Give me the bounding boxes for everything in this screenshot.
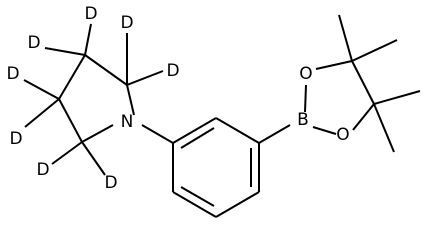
atom-label-deuterium: D — [166, 61, 179, 81]
bond-phenyl-b — [258, 124, 291, 144]
bond-methyl — [338, 14, 353, 62]
bond-ring-b — [215, 117, 260, 144]
bonds — [23, 14, 421, 218]
bond-c3-d — [44, 47, 86, 56]
bond-b-o1 — [304, 84, 307, 113]
bond-c5-d — [51, 141, 83, 165]
bond-methyl — [373, 90, 421, 105]
bond-c3-c4 — [58, 54, 86, 100]
bond-methyl — [351, 39, 398, 62]
atom-label-deuterium: D — [27, 33, 40, 53]
atom-label-deuterium: D — [6, 64, 19, 84]
bond-n-c2 — [126, 84, 135, 116]
atom-label-deuterium: D — [9, 129, 22, 149]
atom-labels: N B O O D D D D D D D D — [6, 4, 349, 193]
bond-ring-double-3 — [180, 186, 215, 207]
bond-o2-b — [312, 126, 337, 135]
bond-c-c — [351, 60, 375, 105]
bond-c5-d — [81, 141, 106, 176]
atom-label-boron: B — [297, 110, 309, 130]
bond-ring-a — [172, 117, 217, 144]
bond-c2-c3 — [84, 54, 128, 86]
bond-c-o2 — [352, 103, 375, 131]
bond-n-phenyl — [141, 124, 174, 144]
bond-c3-d — [84, 23, 92, 56]
atom-label-deuterium: D — [36, 160, 49, 180]
atom-label-deuterium: D — [120, 13, 133, 33]
bond-c5-n — [81, 124, 114, 143]
bond-ring-e — [172, 191, 217, 218]
bond-c4-d — [24, 98, 60, 128]
atom-label-oxygen: O — [336, 125, 349, 145]
atom-label-deuterium: D — [104, 173, 117, 193]
atom-label-nitrogen: N — [121, 112, 134, 132]
atom-label-oxygen: O — [299, 64, 312, 84]
atom-label-deuterium: D — [84, 4, 97, 24]
bond-c4-c5 — [58, 98, 83, 143]
bond-c4-d — [23, 79, 60, 100]
bond-c2-d — [126, 70, 164, 86]
molecule-structure: N B O O D D D D D D D D — [6, 4, 421, 218]
bond-ring-d — [215, 191, 260, 218]
bond-methyl — [373, 103, 395, 153]
bond-ring-double-1 — [180, 127, 215, 149]
bond-o1-c — [315, 60, 353, 70]
